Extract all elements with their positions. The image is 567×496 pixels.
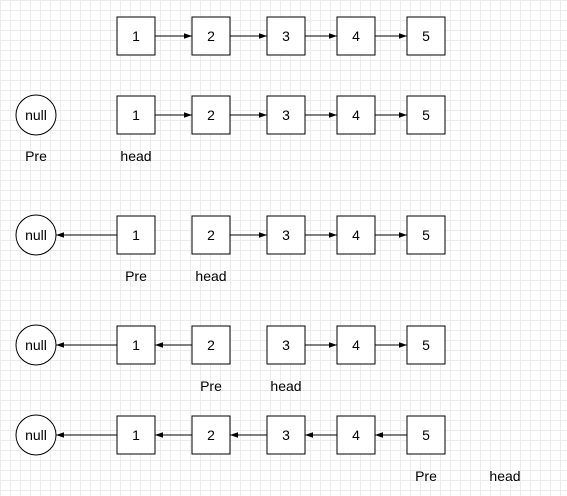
row-1: 1 2 3 4 5 [116,16,446,56]
list-node-value: 5 [422,107,430,123]
list-node-value: 4 [352,227,360,243]
list-node-1 [116,95,156,135]
list-node-value: 3 [282,227,290,243]
list-node-3 [266,215,306,255]
list-node-value: 5 [422,28,430,44]
list-node-value: 4 [352,427,360,443]
list-node-4 [336,415,376,455]
list-node-value: 1 [132,28,140,44]
list-node-value: 1 [132,337,140,353]
null-node-label: null [25,427,47,443]
list-node-2 [191,215,231,255]
list-node-1 [116,215,156,255]
list-node-5 [406,16,446,56]
list-node-1 [116,16,156,56]
list-node-value: 2 [207,28,215,44]
list-node-5 [406,95,446,135]
head-pointer-label: head [489,468,520,484]
list-node-value: 3 [282,337,290,353]
head-pointer-label: head [195,268,226,284]
head-pointer-label: head [120,148,151,164]
list-node-value: 3 [282,427,290,443]
list-node-value: 1 [132,227,140,243]
null-node-label: null [25,227,47,243]
list-node-5 [406,325,446,365]
list-node-value: 1 [132,427,140,443]
list-node-value: 5 [422,337,430,353]
head-pointer-label: head [270,378,301,394]
null-node-circle [15,94,57,136]
null-node-label: null [25,107,47,123]
list-node-value: 5 [422,427,430,443]
list-node-value: 2 [207,107,215,123]
list-node-value: 4 [352,337,360,353]
null-node-label: null [25,337,47,353]
list-node-value: 3 [282,107,290,123]
list-node-value: 4 [352,107,360,123]
list-node-value: 5 [422,227,430,243]
list-node-1 [116,415,156,455]
list-node-5 [406,415,446,455]
list-node-value: 2 [207,427,215,443]
list-node-value: 4 [352,28,360,44]
pre-pointer-label: Pre [25,148,47,164]
pre-pointer-label: Pre [200,378,222,394]
pre-pointer-label: Pre [415,468,437,484]
list-node-3 [266,16,306,56]
list-node-value: 2 [207,227,215,243]
list-node-4 [336,325,376,365]
list-node-value: 3 [282,28,290,44]
list-node-1 [116,325,156,365]
list-node-2 [191,16,231,56]
list-node-4 [336,215,376,255]
list-node-value: 1 [132,107,140,123]
list-node-value: 2 [207,337,215,353]
pre-pointer-label: Pre [125,268,147,284]
